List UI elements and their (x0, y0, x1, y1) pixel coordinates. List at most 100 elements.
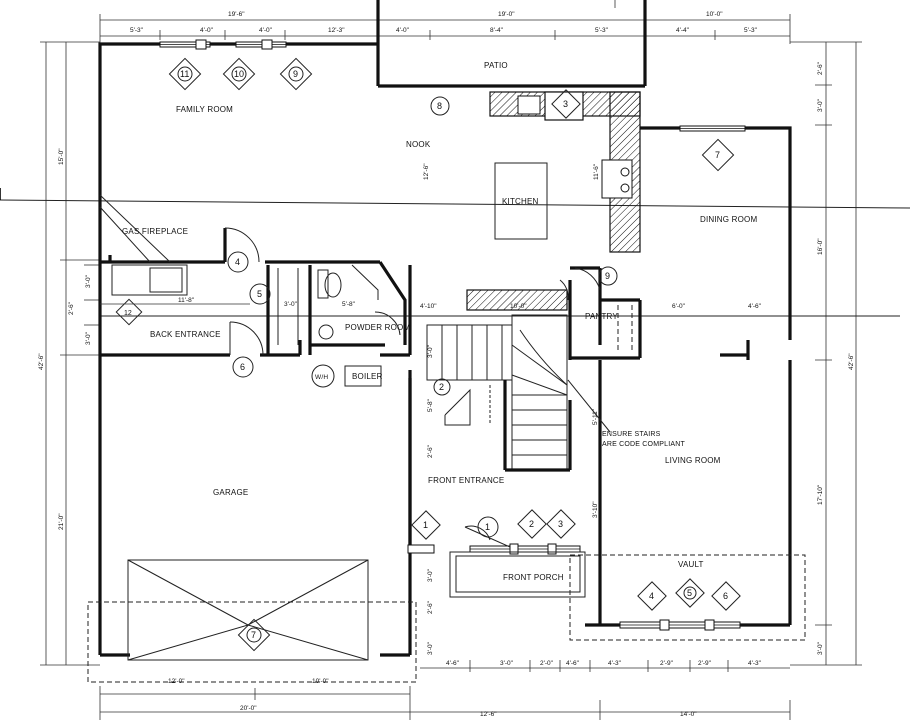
dim-porch-a: 3'-0" (427, 568, 434, 582)
svg-text:6: 6 (240, 362, 245, 372)
dim-bottom-i: 2'-9" (698, 660, 712, 667)
label-powder-room: POWDER ROOM (345, 323, 410, 332)
svg-text:3: 3 (563, 99, 568, 109)
dim-fe-h3: 2'-6" (427, 444, 434, 458)
tag-10: 10 (222, 57, 256, 91)
label-garage: GARAGE (213, 488, 248, 497)
dim-right-a: 2'-6" (817, 61, 824, 75)
tag-4-vault: 4 (637, 581, 667, 611)
label-pantry: PANTRY (585, 312, 618, 321)
tag-7-garage: 7 (237, 618, 271, 652)
label-vault: VAULT (678, 560, 704, 569)
top-dimensions: 19'-6" 19'-0" 10'-0" 5'-3" 4'-0" 4'-0" 1… (99, 0, 791, 44)
dim-top-c: 4'-0" (259, 27, 273, 34)
dim-bottom-a: 12'-0" (168, 678, 185, 685)
svg-text:1: 1 (423, 520, 428, 530)
svg-text:7: 7 (715, 150, 720, 160)
dim-bottom-1: 20'-0" (240, 705, 257, 712)
dim-pantry-w2: 6'-0" (672, 303, 686, 310)
dim-porch-c: 3'-0" (427, 641, 434, 655)
label-kitchen: KITCHEN (502, 197, 539, 206)
dim-fe-h2: 5'-8" (427, 398, 434, 412)
dim-porch-b: 2'-6" (427, 600, 434, 614)
tag-6: 6 (232, 356, 254, 378)
dim-stair-w: 10'-0" (510, 303, 527, 310)
tag-1-diamond: 1 (411, 510, 441, 540)
svg-text:11: 11 (180, 69, 189, 79)
svg-text:5: 5 (257, 289, 262, 299)
tag-8: 8 (430, 96, 450, 116)
svg-text:9: 9 (293, 69, 298, 79)
label-gas-fireplace: GAS FIREPLACE (122, 227, 188, 236)
room-labels: PATIO FAMILY ROOM NOOK KITCHEN DINING RO… (122, 61, 757, 582)
dim-back-w: 11'-8" (178, 297, 195, 304)
label-patio: PATIO (484, 61, 508, 70)
dim-top-3: 10'-0" (706, 11, 723, 18)
svg-text:10: 10 (234, 69, 244, 79)
dim-right-c: 16'-0" (817, 238, 824, 255)
dim-top-i: 5'-3" (744, 27, 758, 34)
svg-text:3: 3 (558, 519, 563, 529)
dim-nook-h: 12'-6" (423, 163, 430, 180)
dim-bottom-3: 14'-0" (680, 711, 697, 718)
dim-fe-h1: 3'-0" (427, 344, 434, 358)
tag-5-vault: 5 (675, 578, 705, 608)
dim-hall-w: 3'-0" (284, 301, 298, 308)
interior-walls (87, 91, 806, 683)
dim-st-d2: 3'-10" (592, 501, 599, 518)
tag-5: 5 (249, 283, 271, 305)
svg-text:2: 2 (439, 382, 444, 392)
dim-top-1: 19'-6" (228, 11, 245, 18)
tag-3-porch: 3 (546, 509, 576, 539)
dim-right-d: 17'-10" (817, 484, 824, 505)
dim-top-f: 8'-4" (490, 27, 504, 34)
label-living-room: LIVING ROOM (665, 456, 721, 465)
dim-top-d: 12'-3" (328, 27, 345, 34)
dim-left-b: 21'-0" (58, 513, 65, 530)
dim-top-g: 5'-3" (595, 27, 609, 34)
dim-bottom-2: 12'-6" (480, 711, 497, 718)
svg-text:7: 7 (251, 630, 256, 640)
label-back-entrance: BACK ENTRANCE (150, 330, 221, 339)
svg-text:4: 4 (235, 257, 240, 267)
note-stairs-2: ARE CODE COMPLIANT (602, 441, 685, 448)
dim-bottom-e: 2'-0" (540, 660, 554, 667)
right-dimensions: 42'-6" 2'-6" 3'-0" 16'-0" 17'-10" 3'-0" (790, 41, 862, 666)
svg-text:5: 5 (687, 588, 692, 598)
dim-left-total: 42'-6" (38, 353, 45, 370)
dim-left-a: 15'-0" (58, 148, 65, 165)
tag-4-left: 4 (227, 251, 249, 273)
label-dining-room: DINING ROOM (700, 215, 757, 224)
dim-left-c: 3'-0" (85, 274, 92, 288)
dim-bottom-j: 4'-3" (748, 660, 762, 667)
dim-bottom-c: 4'-6" (446, 660, 460, 667)
dim-right-e: 3'-0" (817, 641, 824, 655)
dim-pantry-w: 4'-10" (420, 303, 437, 310)
dim-right-b: 3'-0" (817, 98, 824, 112)
tag-12: 12 (115, 298, 143, 326)
tag-2-stair: 2 (433, 378, 451, 396)
dim-bottom-f: 4'-6" (566, 660, 580, 667)
svg-text:12: 12 (124, 310, 132, 317)
tag-3-kitchen: 3 (551, 89, 581, 119)
dim-st-d: 5'-11" (592, 408, 599, 425)
tag-6-vault: 6 (711, 581, 741, 611)
dim-top-2: 19'-0" (498, 11, 515, 18)
dim-kitchen-h: 11'-6" (593, 163, 600, 180)
dim-bottom-d: 3'-0" (500, 660, 514, 667)
dim-bottom-g: 4'-3" (608, 660, 622, 667)
svg-text:2: 2 (529, 519, 534, 529)
dim-powder-w: 5'-8" (342, 301, 356, 308)
tag-9: 9 (279, 57, 313, 91)
equipment-tags: 11 10 9 7 3 4 5 6 (115, 57, 741, 652)
svg-text:1: 1 (485, 522, 490, 532)
svg-text:4: 4 (649, 591, 654, 601)
interior-dimensions: 12'-6" 11'-6" 11'-8" 5'-8" 3'-0" 4'-10" … (100, 163, 762, 655)
dim-top-e: 4'-0" (396, 27, 410, 34)
dim-top-a: 5'-3" (130, 27, 144, 34)
label-water-heater: W/H (315, 374, 328, 381)
svg-text:8: 8 (437, 101, 442, 111)
dim-bottom-b: 10'-0" (312, 678, 329, 685)
section-line (0, 199, 910, 209)
tag-9-pantry: 9 (598, 266, 618, 286)
